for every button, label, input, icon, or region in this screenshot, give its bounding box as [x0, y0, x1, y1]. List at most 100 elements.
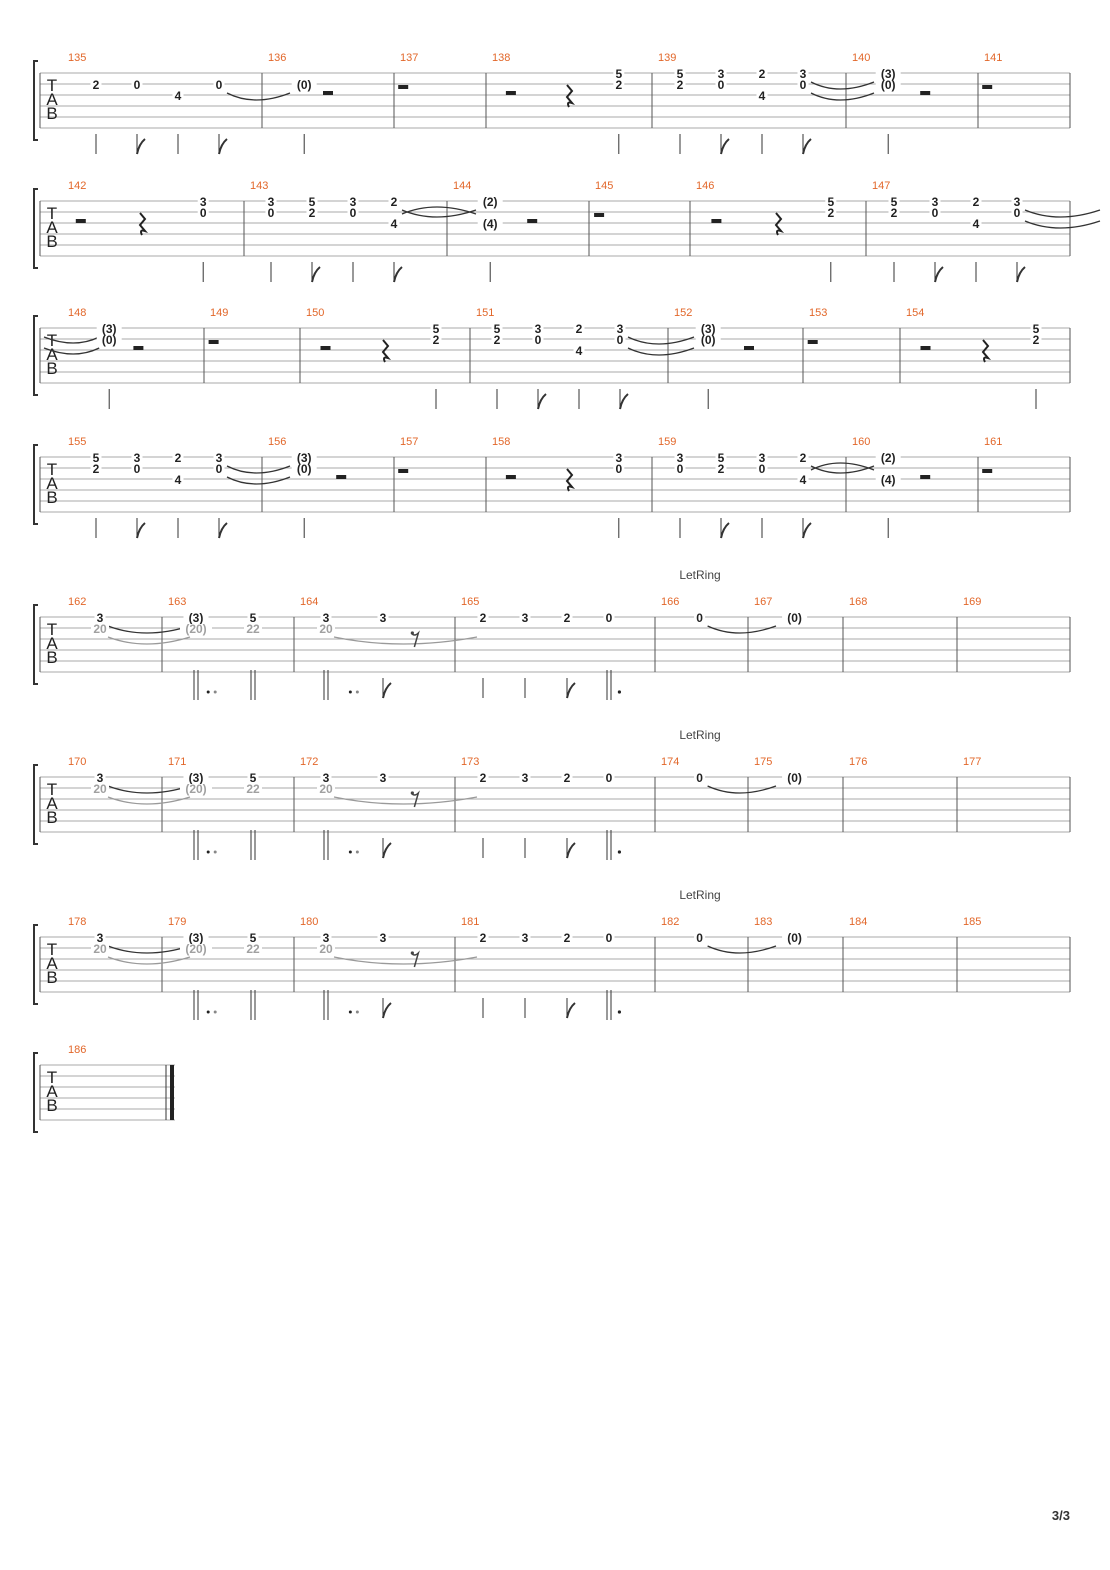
- fret-backdrop: [782, 933, 808, 944]
- fret-number: 0: [696, 611, 703, 625]
- half-rest: [711, 219, 722, 223]
- tab-clef-letter: B: [46, 968, 57, 987]
- fret-backdrop: [131, 80, 143, 91]
- eighth-rest-dot: [410, 631, 414, 635]
- fret-backdrop: [430, 335, 442, 346]
- measure-number: 158: [492, 436, 510, 448]
- tie-arc: [107, 625, 191, 634]
- fret-backdrop: [320, 933, 332, 944]
- fret-number: 2: [309, 206, 316, 220]
- fret-number: 2: [677, 78, 684, 92]
- tab-system: TABLetRing162320163(3)(20)52216432031652…: [33, 568, 1071, 700]
- tie-arc: [1024, 209, 1101, 218]
- measure-number: 136: [268, 52, 286, 64]
- fret-backdrop: [603, 773, 615, 784]
- whole-rest: [982, 469, 993, 473]
- eighth-flag: [393, 266, 403, 283]
- tie-arc: [707, 945, 777, 954]
- fret-backdrop: [756, 69, 768, 80]
- fret-backdrop: [91, 624, 109, 635]
- fret-backdrop: [715, 69, 727, 80]
- measure-number: 153: [809, 307, 827, 319]
- measure-number: 163: [168, 596, 186, 608]
- fret-number: 0: [216, 78, 223, 92]
- fret-number: 5: [1033, 322, 1040, 336]
- fret-backdrop: [782, 613, 808, 624]
- fret-backdrop: [90, 80, 102, 91]
- fret-backdrop: [388, 197, 400, 208]
- fret-number: (0): [297, 462, 312, 476]
- fret-number: 5: [615, 67, 622, 81]
- fret-backdrop: [613, 69, 625, 80]
- fret-backdrop: [317, 944, 335, 955]
- fret-number: 2: [576, 322, 583, 336]
- measure-number: 184: [849, 916, 867, 928]
- quarter-rest: [381, 339, 392, 363]
- fret-backdrop: [782, 773, 808, 784]
- tab-clef-letter: B: [46, 808, 57, 827]
- fret-backdrop: [477, 219, 503, 230]
- half-rest: [505, 91, 516, 95]
- fret-backdrop: [875, 69, 901, 80]
- fret-backdrop: [695, 324, 721, 335]
- eighth-flag: [566, 1002, 576, 1019]
- fret-number: (3): [297, 451, 312, 465]
- fret-backdrop: [306, 197, 318, 208]
- fret-backdrop: [1030, 335, 1042, 346]
- eighth-flag: [934, 266, 944, 283]
- tab-clef-letter: B: [46, 104, 57, 123]
- fret-number: (0): [787, 771, 802, 785]
- tie-arc: [810, 81, 875, 90]
- tab-clef-letter: B: [46, 232, 57, 251]
- measure-number: 150: [306, 307, 324, 319]
- eighth-flag: [136, 138, 146, 155]
- fret-backdrop: [491, 324, 503, 335]
- fret-number: 5: [250, 931, 257, 945]
- half-rest: [744, 346, 754, 350]
- half-rest: [336, 475, 347, 479]
- fret-backdrop: [561, 933, 573, 944]
- half-rest: [320, 346, 331, 350]
- fret-backdrop: [183, 613, 209, 624]
- fret-backdrop: [519, 773, 531, 784]
- measure-number: 165: [461, 596, 479, 608]
- fret-number: (0): [787, 611, 802, 625]
- fret-backdrop: [172, 91, 184, 102]
- tie-arc: [810, 92, 875, 101]
- tie-arc: [43, 336, 100, 344]
- fret-backdrop: [613, 453, 625, 464]
- measure-number: 140: [852, 52, 870, 64]
- tab-clef-letter: B: [46, 1096, 57, 1115]
- fret-backdrop: [96, 324, 122, 335]
- tie-arc: [707, 785, 777, 794]
- fret-backdrop: [90, 464, 102, 475]
- fret-number: 0: [200, 206, 207, 220]
- fret-number: 3: [759, 451, 766, 465]
- fret-number: 5: [250, 771, 257, 785]
- quarter-rest: [565, 468, 576, 492]
- half-rest: [323, 91, 333, 95]
- system-bracket: [33, 924, 38, 1005]
- ghost-fret-number: 20: [93, 622, 107, 636]
- fret-number: (0): [297, 78, 312, 92]
- rhythm-dot: [355, 850, 359, 854]
- fret-backdrop: [172, 453, 184, 464]
- fret-backdrop: [306, 208, 318, 219]
- fret-number: 3: [932, 195, 939, 209]
- fret-backdrop: [244, 944, 262, 955]
- fret-number: 4: [391, 217, 398, 231]
- fret-backdrop: [244, 784, 262, 795]
- system-bracket: [33, 1052, 38, 1133]
- fret-number: 2: [480, 931, 487, 945]
- let-ring-label: LetRing: [679, 728, 720, 742]
- measure-number: 164: [300, 596, 318, 608]
- fret-number: 3: [522, 931, 529, 945]
- fret-backdrop: [674, 453, 686, 464]
- rhythm-dot: [206, 850, 210, 854]
- page-number: 3/3: [1051, 1508, 1070, 1523]
- tab-clef-letter: T: [47, 76, 57, 95]
- measure-number: 143: [250, 180, 268, 192]
- fret-backdrop: [532, 335, 544, 346]
- eighth-flag: [136, 522, 146, 539]
